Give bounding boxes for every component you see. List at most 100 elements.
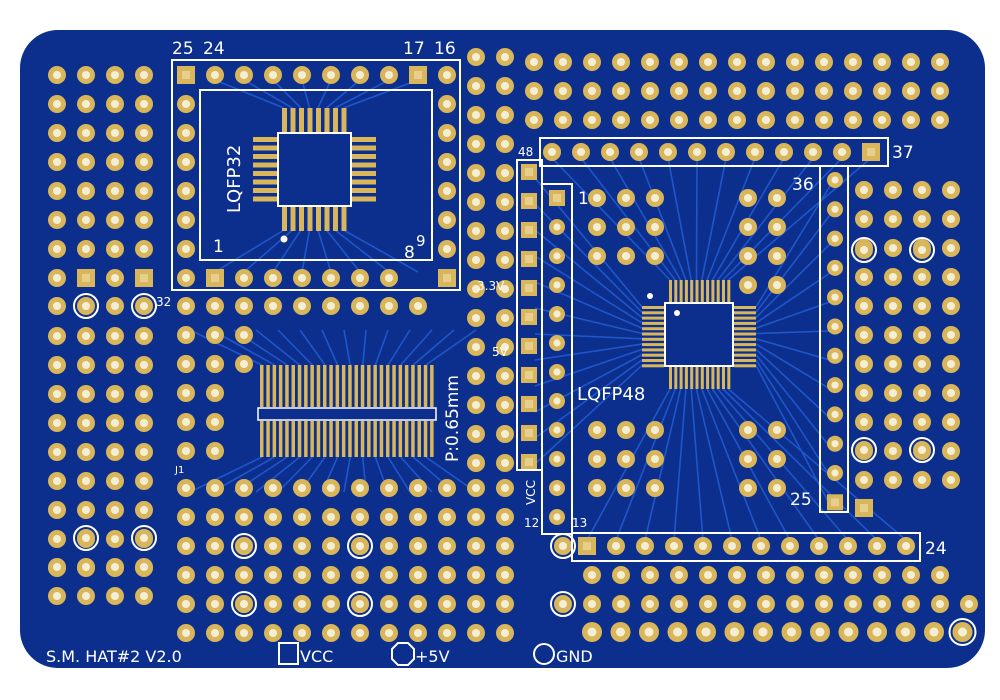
pad: [135, 240, 153, 258]
pad: [177, 413, 195, 431]
pad: [617, 479, 635, 497]
pad: [438, 211, 456, 229]
ic-pin: [348, 365, 352, 407]
pad: [827, 201, 843, 218]
pad: [293, 508, 311, 526]
ic-pin: [354, 421, 358, 457]
pad: [688, 143, 706, 161]
ic-pin: [307, 207, 313, 231]
pad: [438, 124, 456, 142]
pad: [646, 421, 664, 439]
pad: [438, 624, 456, 642]
pad: [177, 355, 195, 373]
pad: [496, 48, 514, 66]
pad: [106, 443, 124, 461]
pad: [525, 53, 543, 71]
pad: [496, 77, 514, 95]
ic-pin: [727, 280, 731, 302]
ic-pin: [700, 280, 704, 302]
pad: [467, 425, 485, 443]
pad: [48, 587, 66, 605]
pad: [467, 367, 485, 385]
ic-pin: [352, 196, 376, 202]
pad: [549, 248, 565, 264]
ic-pin: [304, 365, 308, 407]
pad: [583, 82, 601, 100]
pad: [839, 537, 857, 555]
ic-pin: [679, 367, 683, 389]
pad: [646, 479, 664, 497]
pad: [913, 355, 931, 373]
pad: [667, 622, 688, 642]
pad: [670, 82, 688, 100]
pad: [264, 66, 282, 84]
pad: [549, 509, 565, 525]
pad: [106, 385, 124, 403]
pad: [768, 189, 786, 207]
ic-pin: [272, 365, 277, 407]
octagon-pad-symbol: [391, 642, 415, 666]
ic-pin: [642, 316, 664, 320]
pad: [409, 624, 427, 642]
pad: [873, 53, 891, 71]
pad: [496, 566, 514, 584]
ic-pin: [278, 421, 283, 457]
pad: [48, 385, 66, 403]
pad: [612, 566, 630, 584]
pin-label-25: 25: [172, 39, 194, 59]
pad: [235, 297, 253, 315]
pad: [409, 508, 427, 526]
pad: [646, 218, 664, 236]
pad: [177, 153, 195, 171]
pad: [588, 450, 606, 468]
pad: [135, 269, 153, 287]
ic-pin: [430, 421, 434, 457]
pad: [135, 385, 153, 403]
pad: [521, 164, 537, 180]
pad: [554, 53, 572, 71]
pad: [77, 587, 95, 605]
pad: [206, 566, 224, 584]
pad: [438, 566, 456, 584]
pad: [322, 508, 340, 526]
pad: [77, 414, 95, 432]
pad: [884, 355, 902, 373]
ic-pin: [734, 327, 756, 331]
pad: [106, 414, 124, 432]
pad: [106, 501, 124, 519]
pad: [699, 566, 717, 584]
pad: [347, 533, 373, 559]
pad: [902, 53, 920, 71]
pad: [496, 193, 514, 211]
pad: [612, 111, 630, 129]
pad: [739, 218, 757, 236]
ic-pin: [272, 421, 277, 457]
pad: [177, 182, 195, 200]
pad: [235, 566, 253, 584]
pad: [827, 259, 843, 276]
pad: [351, 269, 369, 287]
ic-pin: [716, 367, 720, 389]
ic-pin: [642, 359, 664, 362]
pad: [897, 537, 915, 555]
ic-pin: [373, 421, 377, 457]
pad: [48, 153, 66, 171]
pad: [322, 297, 340, 315]
pad: [931, 595, 949, 613]
pad: [438, 153, 456, 171]
pad: [521, 280, 537, 296]
pad: [768, 247, 786, 265]
pad: [855, 181, 873, 199]
pad: [496, 479, 514, 497]
pad: [48, 530, 66, 548]
pad: [106, 269, 124, 287]
pad: [467, 396, 485, 414]
pad: [521, 222, 537, 238]
ic-pin: [354, 365, 358, 407]
pad: [177, 124, 195, 142]
pin-label-36: 36: [792, 175, 814, 195]
pad: [902, 111, 920, 129]
pin-label-24: 24: [203, 39, 225, 59]
pad: [617, 218, 635, 236]
pad: [884, 326, 902, 344]
